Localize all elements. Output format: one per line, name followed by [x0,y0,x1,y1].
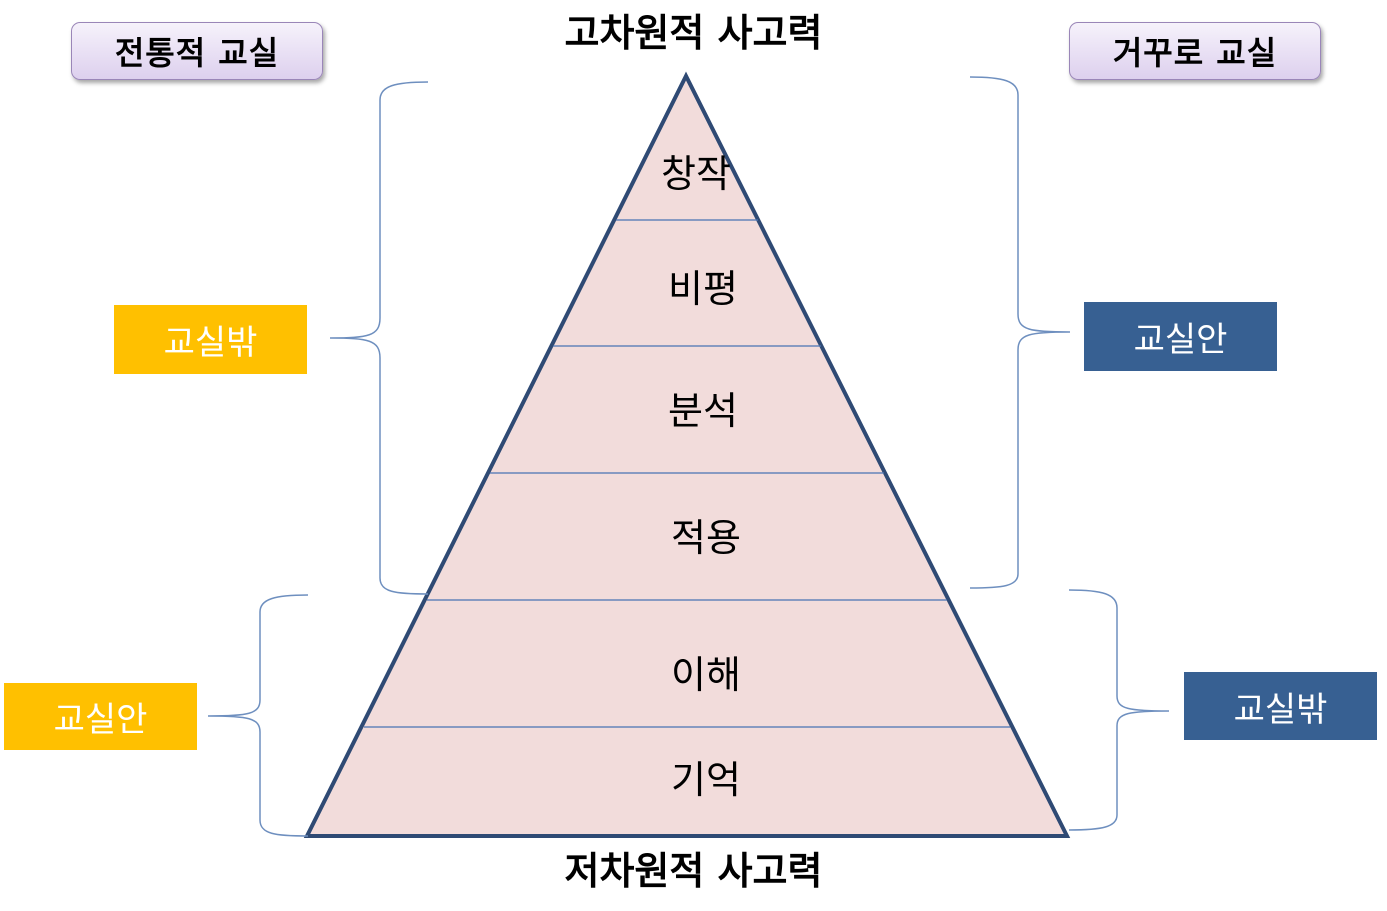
brace-flipped-upper [969,76,1071,589]
level-labels: 창작 비평 분석 적용 이해 기억 [661,152,741,802]
level-create: 창작 [661,152,731,196]
brace-flipped-lower [1068,589,1170,831]
label-flipped-inside-class: 교실안 [1084,302,1277,371]
level-understand: 이해 [671,653,741,697]
label-traditional-outside-class: 교실밖 [114,305,307,374]
level-analyze: 분석 [668,389,738,433]
brace-traditional-upper [329,81,429,595]
title-lower-order-thinking: 저차원적 사고력 [564,849,823,893]
header-traditional-classroom: 전통적 교실 [71,22,323,80]
level-evaluate: 비평 [668,267,738,311]
level-apply: 적용 [671,516,741,560]
level-dividers [364,219,1010,728]
label-flipped-outside-class: 교실밖 [1184,672,1377,740]
braces [207,76,1170,837]
pyramid-shape [303,71,1071,838]
header-flipped-classroom: 거꾸로 교실 [1069,22,1321,80]
brace-traditional-lower [207,594,309,837]
level-remember: 기억 [671,758,741,802]
title-higher-order-thinking: 고차원적 사고력 [564,11,823,55]
label-traditional-inside-class: 교실안 [4,683,197,750]
